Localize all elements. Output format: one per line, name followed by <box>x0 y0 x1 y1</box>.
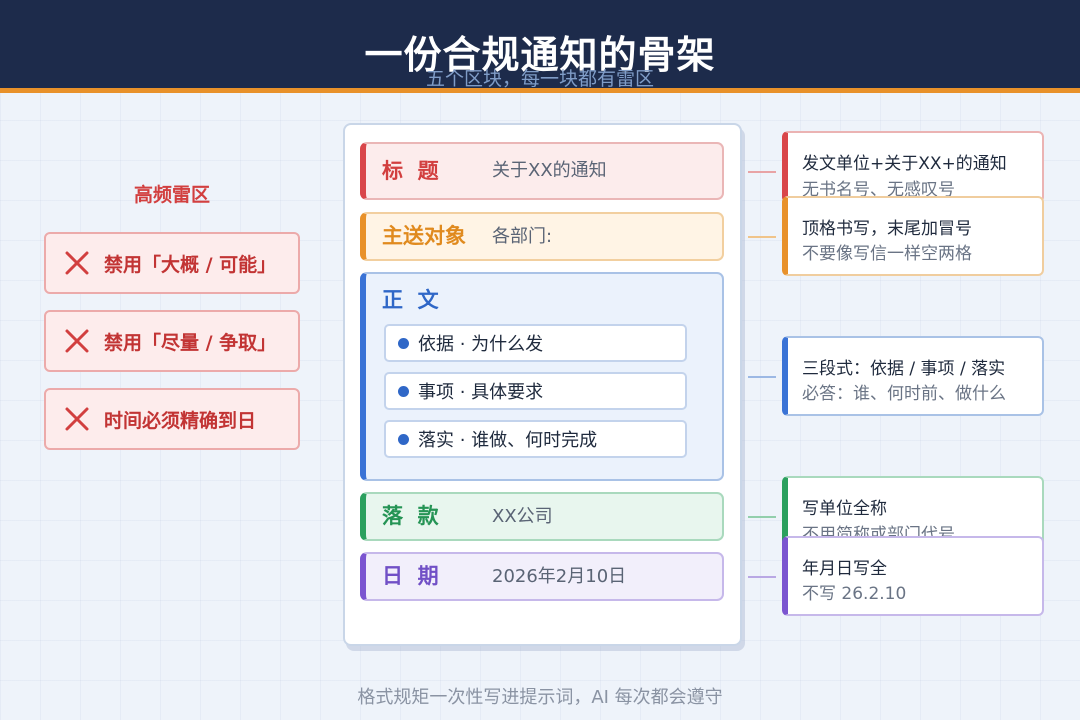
title-section-label: 标 题 <box>382 159 439 183</box>
recipient-note-line2: 不要像写信一样空两格 <box>802 244 972 264</box>
dot-icon <box>398 337 409 349</box>
body-note-line1: 三段式：依据 / 事项 / 落实 <box>802 359 1006 379</box>
body-item-text: 落实 · 谁做、何时完成 <box>418 430 598 451</box>
body-note: 三段式：依据 / 事项 / 落实 必答：谁、何时前、做什么 <box>782 336 1044 416</box>
signature-section-label: 落 款 <box>382 504 439 528</box>
x-icon <box>65 329 89 353</box>
body-item-text: 依据 · 为什么发 <box>418 334 544 355</box>
title-note-line1: 发文单位+关于XX+的通知 <box>802 154 1007 174</box>
x-icon <box>65 407 89 431</box>
recipient-section-label: 主送对象 <box>382 224 466 248</box>
body-item-text: 事项 · 具体要求 <box>418 382 544 403</box>
body-item: 事项 · 具体要求 <box>384 372 687 410</box>
body-item: 落实 · 谁做、何时完成 <box>384 420 687 458</box>
warning-item: 禁用「尽量 / 争取」 <box>44 310 300 372</box>
warning-text: 禁用「尽量 / 争取」 <box>104 331 277 354</box>
date-section: 日 期 2026年2月10日 <box>360 552 724 601</box>
signature-note-line1: 写单位全称 <box>802 499 887 519</box>
body-item: 依据 · 为什么发 <box>384 324 687 362</box>
date-note-line2: 不写 26.2.10 <box>802 584 907 604</box>
connector-line <box>748 576 776 578</box>
title-section: 标 题 关于XX的通知 <box>360 142 724 200</box>
warning-text: 禁用「大概 / 可能」 <box>104 253 277 276</box>
connector-line <box>748 171 776 173</box>
title-note: 发文单位+关于XX+的通知 无书名号、无感叹号 <box>782 131 1044 203</box>
dot-icon <box>398 385 409 397</box>
date-note: 年月日写全 不写 26.2.10 <box>782 536 1044 616</box>
recipient-section-value: 各部门: <box>492 226 553 247</box>
body-section-label: 正 文 <box>382 288 439 312</box>
title-section-value: 关于XX的通知 <box>492 160 607 181</box>
recipient-section: 主送对象 各部门: <box>360 212 724 261</box>
footer-caption: 格式规矩一次性写进提示词，AI 每次都会遵守 <box>357 687 723 708</box>
title-note-line2: 无书名号、无感叹号 <box>802 180 955 200</box>
header-banner <box>0 0 1080 93</box>
warnings-heading: 高频雷区 <box>133 184 210 206</box>
recipient-note-line1: 顶格书写，末尾加冒号 <box>802 219 972 239</box>
date-section-label: 日 期 <box>382 564 439 588</box>
signature-section-value: XX公司 <box>492 506 553 527</box>
page-title: 一份合规通知的骨架 <box>364 33 716 77</box>
dot-icon <box>398 433 409 445</box>
connector-line <box>748 236 776 238</box>
body-note-line2: 必答：谁、何时前、做什么 <box>802 384 1006 404</box>
warning-item: 禁用「大概 / 可能」 <box>44 232 300 294</box>
date-note-line1: 年月日写全 <box>802 559 887 579</box>
warning-item: 时间必须精确到日 <box>44 388 300 450</box>
warning-text: 时间必须精确到日 <box>104 409 257 432</box>
date-section-value: 2026年2月10日 <box>492 566 627 587</box>
connector-line <box>748 516 776 518</box>
page-subtitle: 五个区块，每一块都有雷区 <box>425 68 654 90</box>
recipient-note: 顶格书写，末尾加冒号 不要像写信一样空两格 <box>782 196 1044 276</box>
signature-section: 落 款 XX公司 <box>360 492 724 541</box>
connector-line <box>748 376 776 378</box>
x-icon <box>65 251 89 275</box>
